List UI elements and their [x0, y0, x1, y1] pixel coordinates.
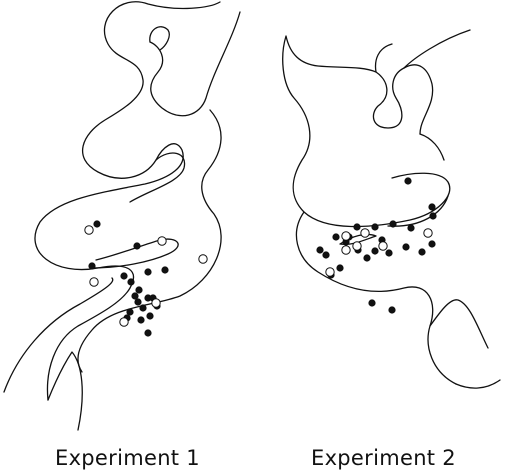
cortex-outer-edge-1 — [4, 278, 113, 430]
exp2-filled-marker — [372, 248, 378, 254]
exp1-filled-marker — [147, 313, 153, 319]
cortex-outer-edge-2 — [430, 300, 500, 388]
exp1-filled-marker — [132, 293, 138, 299]
exp2-filled-marker — [430, 213, 436, 219]
exp2-filled-marker — [408, 225, 414, 231]
exp2-filled-marker — [323, 252, 329, 258]
exp2-filled-marker — [333, 234, 339, 240]
caption-experiment-2: Experiment 2 — [311, 446, 456, 470]
exp2-filled-marker — [403, 244, 409, 250]
exp2-open-marker — [342, 246, 350, 254]
exp2-filled-marker — [386, 250, 392, 256]
exp2-filled-marker — [354, 224, 360, 230]
fold-2 — [376, 30, 470, 72]
exp1-open-marker — [158, 237, 166, 245]
exp2-filled-marker — [364, 255, 370, 261]
exp1-filled-marker — [138, 317, 144, 323]
exp1-filled-marker — [145, 269, 151, 275]
exp1-filled-marker — [94, 221, 100, 227]
exp2-filled-marker — [429, 241, 435, 247]
exp1-filled-marker — [134, 243, 140, 249]
exp2-filled-marker — [337, 265, 343, 271]
exp2-open-marker — [342, 232, 350, 240]
caption-experiment-1: Experiment 1 — [55, 446, 200, 470]
exp1-filled-marker — [162, 267, 168, 273]
section-experiment-2 — [283, 30, 500, 388]
markers-experiment-1 — [85, 221, 207, 336]
exp1-filled-marker — [140, 305, 146, 311]
exp1-filled-marker — [145, 330, 151, 336]
exp2-filled-marker — [429, 204, 435, 210]
cortex-outline-1 — [35, 2, 220, 400]
white-matter-outline-2 — [296, 134, 456, 384]
exp2-filled-marker — [390, 221, 396, 227]
exp1-filled-marker — [135, 299, 141, 305]
exp1-filled-marker — [121, 273, 127, 279]
exp1-filled-marker — [136, 287, 142, 293]
exp2-open-marker — [353, 242, 361, 250]
exp1-filled-marker — [127, 309, 133, 315]
exp2-open-marker — [379, 242, 387, 250]
markers-experiment-2 — [317, 178, 436, 313]
exp2-open-marker — [361, 229, 369, 237]
sulcus-1 — [150, 27, 170, 50]
section-experiment-1 — [4, 2, 240, 430]
exp2-open-marker — [424, 229, 432, 237]
cortex-outline-2 — [283, 36, 450, 227]
exp1-open-marker — [90, 278, 98, 286]
exp1-open-marker — [85, 226, 93, 234]
exp1-open-marker — [120, 318, 128, 326]
exp1-open-marker — [199, 255, 207, 263]
exp2-filled-marker — [372, 224, 378, 230]
exp1-filled-marker — [128, 279, 134, 285]
exp1-open-marker — [152, 299, 160, 307]
exp1-filled-marker — [89, 263, 95, 269]
exp2-filled-marker — [405, 178, 411, 184]
exp2-filled-marker — [369, 300, 375, 306]
exp2-filled-marker — [389, 307, 395, 313]
exp2-open-marker — [326, 268, 334, 276]
exp2-filled-marker — [419, 249, 425, 255]
exp2-filled-marker — [317, 247, 323, 253]
